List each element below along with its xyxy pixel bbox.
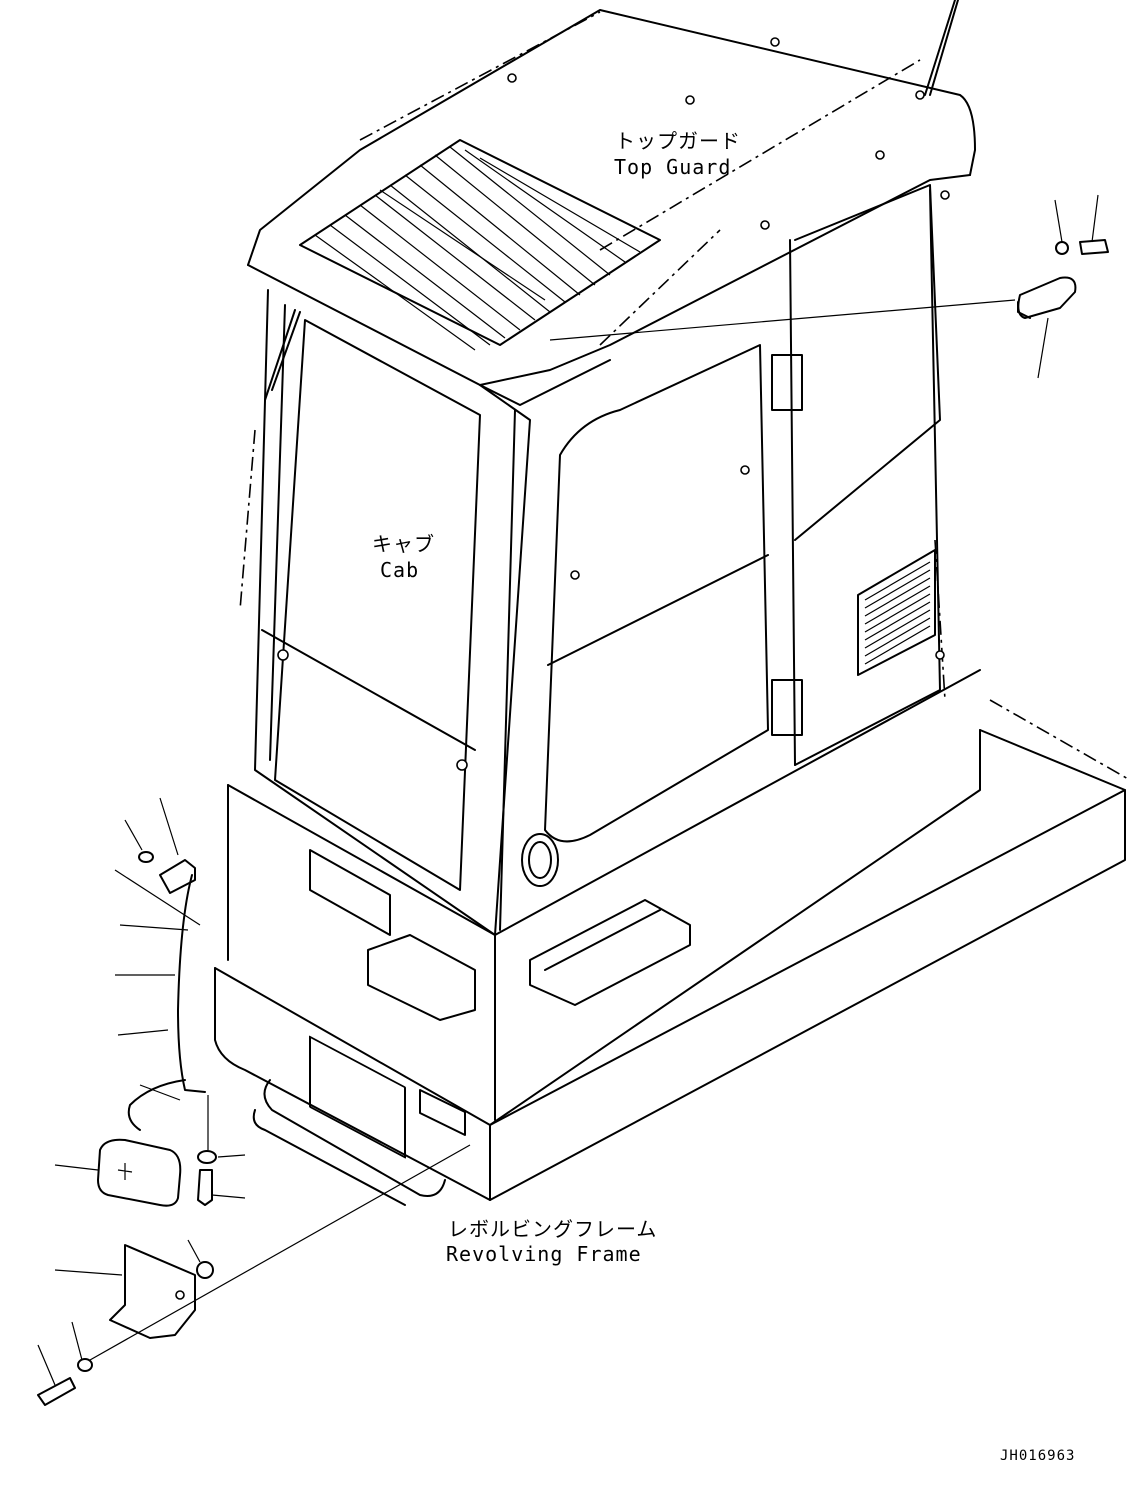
rear-lamp-assembly (37, 797, 471, 1406)
cab-label-jp: キャブ (372, 532, 435, 556)
top-guard-label-en: Top Guard (614, 155, 731, 179)
cab-label-en: Cab (380, 558, 419, 582)
revolving-frame-label-en: Revolving Frame (446, 1242, 642, 1266)
revolving-frame (214, 699, 1131, 1206)
drawing-code: JH016963 (1000, 1448, 1075, 1464)
roof-lamp-assembly (549, 194, 1109, 379)
cab-lower-panel (227, 669, 981, 1121)
labels: トップガード Top Guard キャブ Cab レボルビングフレーム Revo… (372, 129, 1075, 1464)
cab-structure (239, 0, 976, 936)
top-guard-label-jp: トップガード (615, 129, 741, 153)
revolving-frame-label-jp: レボルビングフレーム (448, 1217, 657, 1241)
